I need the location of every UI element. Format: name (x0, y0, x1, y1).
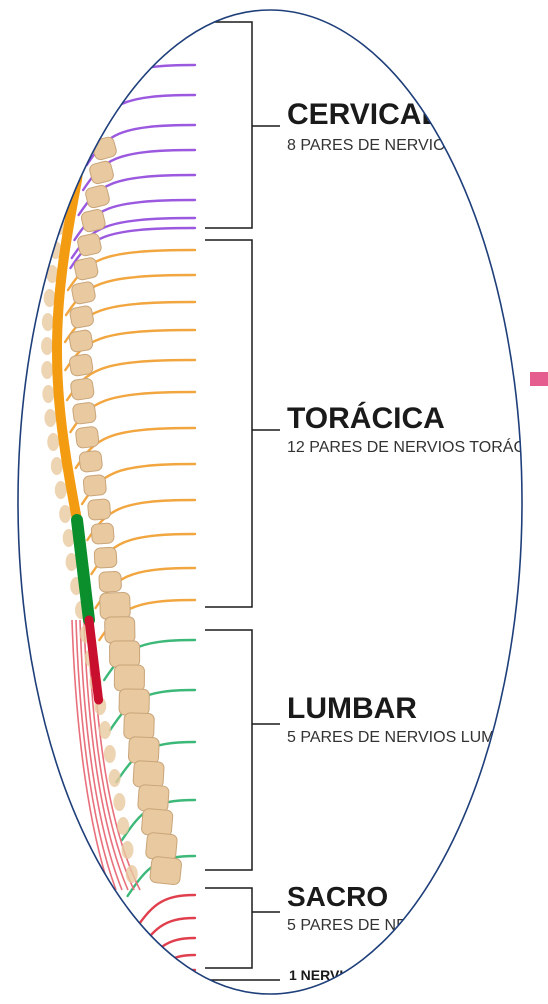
vertebra-19 (99, 571, 122, 592)
nerve-sacral-4 (138, 955, 196, 995)
thoracic-title: TORÁCICA (287, 401, 445, 435)
region-label-lumbar: LUMBAR 5 PARES DE NERVIOS LUMBA (287, 692, 516, 746)
vertebra-25 (124, 713, 155, 740)
vertebra-31 (149, 856, 182, 885)
vertebra-29 (141, 808, 173, 836)
vertebra-process-1 (65, 145, 77, 163)
vertebra-process-10 (41, 361, 53, 379)
vertebra-process-11 (42, 385, 54, 403)
vertebra-process-28 (113, 793, 125, 811)
vertebra-process-27 (109, 769, 121, 787)
vertebra-process-25 (99, 721, 111, 739)
thoracic-subtitle: 12 PARES DE NERVIOS TORÁCICO (287, 437, 548, 456)
oval-content: CERVICAL 8 PARES DE NERVIOS C TORÁCICA 1… (41, 22, 548, 1004)
vertebra-27 (133, 761, 164, 789)
vertebra-8 (69, 305, 94, 329)
vertebra-process-30 (121, 841, 133, 859)
vertebra-12 (72, 402, 96, 425)
bracket-sacral (205, 888, 280, 968)
vertebra-2 (88, 160, 114, 185)
vertebra-process-16 (59, 505, 71, 523)
vertebra-18 (94, 547, 117, 568)
vertebra-process-14 (51, 457, 63, 475)
region-label-sacral: SACRO 5 PARES DE NERV (287, 881, 429, 934)
vertebra-process-2 (62, 169, 74, 187)
region-brackets (205, 22, 280, 980)
nerve-sacral-1 (132, 895, 196, 935)
bracket-thoracic (205, 240, 280, 607)
vertebra-6 (73, 257, 99, 281)
lumbar-title: LUMBAR (287, 692, 417, 725)
vertebra-24 (119, 689, 149, 716)
vertebra-process-8 (42, 313, 54, 331)
vertebra-process-15 (55, 481, 67, 499)
vertebra-process-29 (117, 817, 129, 835)
vertebra-15 (83, 474, 107, 496)
vertebra-14 (79, 450, 103, 472)
bracket-cervical (205, 22, 280, 228)
nerve-sacral-5 (139, 970, 195, 1004)
vertebra-process-12 (44, 409, 56, 427)
sacral-subtitle: 5 PARES DE NERV (287, 917, 429, 934)
coccygeal-title: 1 NERVIO (289, 967, 354, 983)
region-label-thoracic: TORÁCICA 12 PARES DE NERVIOS TORÁCICO (287, 401, 548, 456)
vertebra-28 (138, 784, 170, 812)
cord-sacral (89, 620, 99, 700)
vertebra-7 (71, 281, 96, 305)
sacral-title: SACRO (287, 881, 388, 912)
vertebra-21 (105, 617, 135, 644)
region-label-coccygeal: 1 NERVIO (289, 967, 354, 983)
vertebra-22 (110, 641, 140, 667)
vertebra-9 (68, 329, 93, 352)
vertebra-13 (75, 426, 99, 448)
vertebra-process-31 (126, 865, 138, 883)
vertebra-20 (100, 592, 131, 619)
vertebra-process-9 (41, 337, 53, 355)
vertebra-3 (84, 184, 110, 209)
vertebra-26 (128, 737, 159, 764)
vertebra-11 (70, 378, 95, 401)
vertebra-17 (91, 523, 114, 544)
vertebra-16 (87, 499, 111, 521)
vertebra-process-13 (47, 433, 59, 451)
lumbar-subtitle: 5 PARES DE NERVIOS LUMBA (287, 729, 516, 746)
bracket-lumbar (205, 630, 280, 870)
vertebra-23 (114, 665, 144, 691)
vertebra-5 (76, 233, 102, 257)
vertebra-process-26 (104, 745, 116, 763)
accent-mark (530, 372, 548, 386)
vertebra-10 (69, 353, 94, 376)
nerve-sacral-3 (136, 938, 195, 978)
